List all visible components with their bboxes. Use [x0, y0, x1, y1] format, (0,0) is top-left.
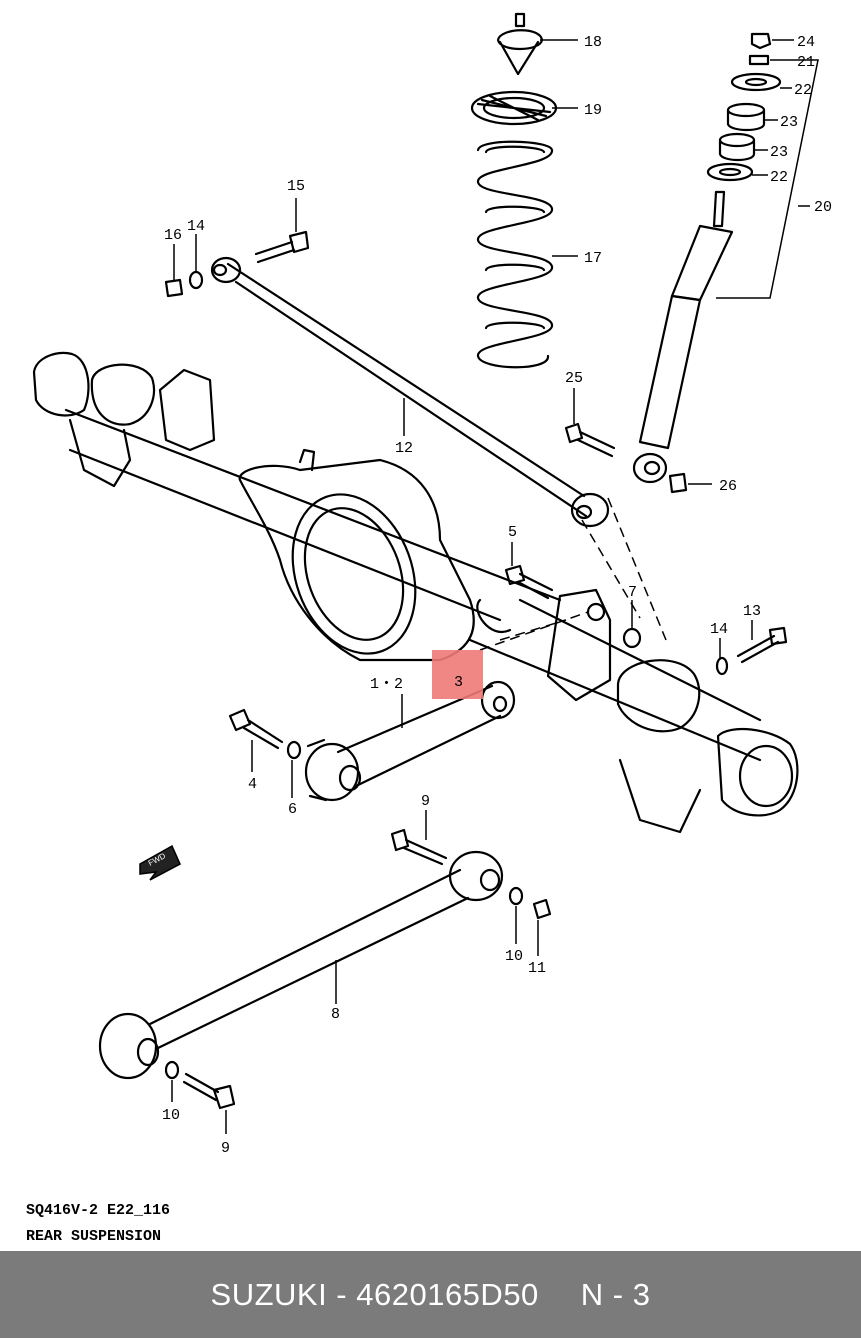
shock-mount-stack	[706, 32, 782, 182]
callout-24: 24	[797, 34, 815, 51]
callout-11: 11	[528, 960, 546, 977]
callout-9-lower: 9	[221, 1140, 230, 1157]
diagram-title: REAR SUSPENSION	[26, 1228, 162, 1245]
diagram-code: SQ416V-2 E22_116	[26, 1202, 171, 1219]
callout-1-2: 1・2	[370, 676, 403, 693]
callout-16: 16	[164, 227, 182, 244]
callout-25: 25	[565, 370, 583, 387]
lower-rod-fasteners	[164, 828, 552, 1110]
callout-5: 5	[508, 524, 517, 541]
callout-14-lower: 14	[710, 621, 728, 638]
callout-26: 26	[719, 478, 737, 495]
callout-10-upper: 10	[505, 948, 523, 965]
footer-part-number: SUZUKI - 4620165D50	[210, 1276, 539, 1312]
callout-17: 17	[584, 250, 602, 267]
lower-control-rod	[98, 850, 504, 1080]
bump-stopper	[496, 12, 544, 76]
small-fasteners-mid	[504, 564, 788, 676]
axle-housing	[32, 351, 799, 834]
callout-20: 20	[814, 199, 832, 216]
front-direction-arrow: FWD	[139, 844, 181, 881]
callout-6: 6	[288, 801, 297, 818]
callout-14-upper: 14	[187, 218, 205, 235]
callout-22-lower: 22	[770, 169, 788, 186]
bolt-4-washer-6	[228, 708, 302, 760]
callout-21: 21	[797, 54, 815, 71]
small-fasteners-top	[164, 230, 688, 494]
rear-suspension-diagram: FWD 18	[32, 12, 832, 1157]
callout-23-lower: 23	[770, 144, 788, 161]
part-3-highlight	[432, 650, 483, 699]
callout-4: 4	[248, 776, 257, 793]
upper-control-rod	[304, 680, 516, 802]
callout-15: 15	[287, 178, 305, 195]
leader-lines	[171, 39, 819, 1134]
callout-22-upper: 22	[794, 82, 812, 99]
callout-12: 12	[395, 440, 413, 457]
callout-10-lower: 10	[162, 1107, 180, 1124]
callout-3: 3	[454, 674, 463, 691]
shock-absorber	[632, 190, 734, 484]
spring-seat	[470, 90, 558, 126]
footer-bar: SUZUKI - 4620165D50 N - 3	[0, 1251, 861, 1338]
footer-page-index: N - 3	[580, 1276, 651, 1312]
callout-8: 8	[331, 1006, 340, 1023]
callout-labels: 18 19 17 24 21 22 23 23 22 20 15 16 14 1…	[162, 34, 832, 1157]
coil-spring	[476, 140, 554, 369]
callout-7: 7	[628, 584, 637, 601]
callout-13: 13	[743, 603, 761, 620]
callout-18: 18	[584, 34, 602, 51]
callout-19: 19	[584, 102, 602, 119]
callout-9-upper: 9	[421, 793, 430, 810]
lateral-rod	[210, 256, 610, 528]
callout-23-upper: 23	[780, 114, 798, 131]
